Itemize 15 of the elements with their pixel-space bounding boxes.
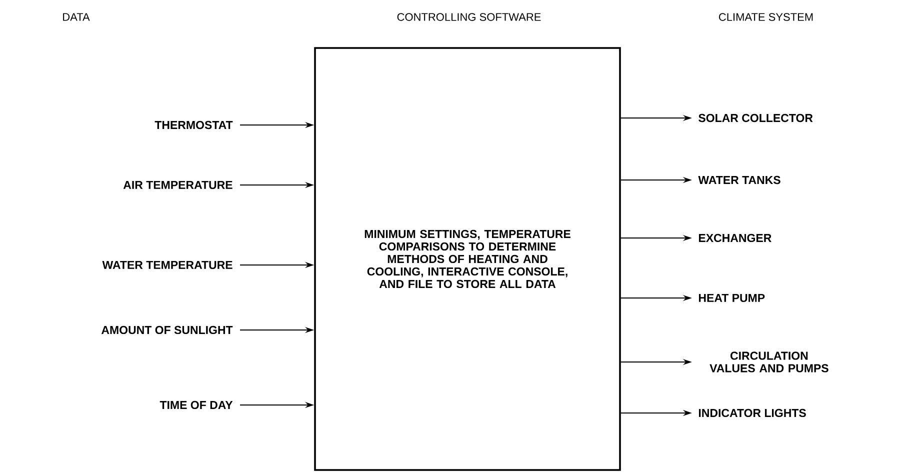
column-heading: CLIMATE SYSTEM <box>719 13 813 21</box>
column-heading: DATA <box>63 13 90 21</box>
output-label: CIRCULATION VALUES AND PUMPS <box>710 352 828 372</box>
output-label: EXCHANGER <box>698 234 772 242</box>
process-box: MINIMUM SETTINGS, TEMPERATURE COMPARISONS TO DETERMINE METHODS OF HEATING AND COOLING, INTERACTIVE CONSOLE, AND FILE TO STORE ALL DATA <box>314 47 621 471</box>
column-heading: CONTROLLING SOFTWARE <box>397 13 541 21</box>
input-label: THERMOSTAT <box>154 120 233 130</box>
output-label: WATER TANKS <box>698 176 780 184</box>
output-label: HEAT PUMP <box>698 294 765 302</box>
input-label: WATER TEMPERATURE <box>102 261 232 269</box>
input-label: AMOUNT OF SUNLIGHT <box>102 326 233 334</box>
output-label: SOLAR COLLECTOR <box>698 114 813 122</box>
input-label: TIME OF DAY <box>160 400 233 410</box>
input-label: AIR TEMPERATURE <box>123 181 232 189</box>
output-label: INDICATOR LIGHTS <box>698 408 806 418</box>
